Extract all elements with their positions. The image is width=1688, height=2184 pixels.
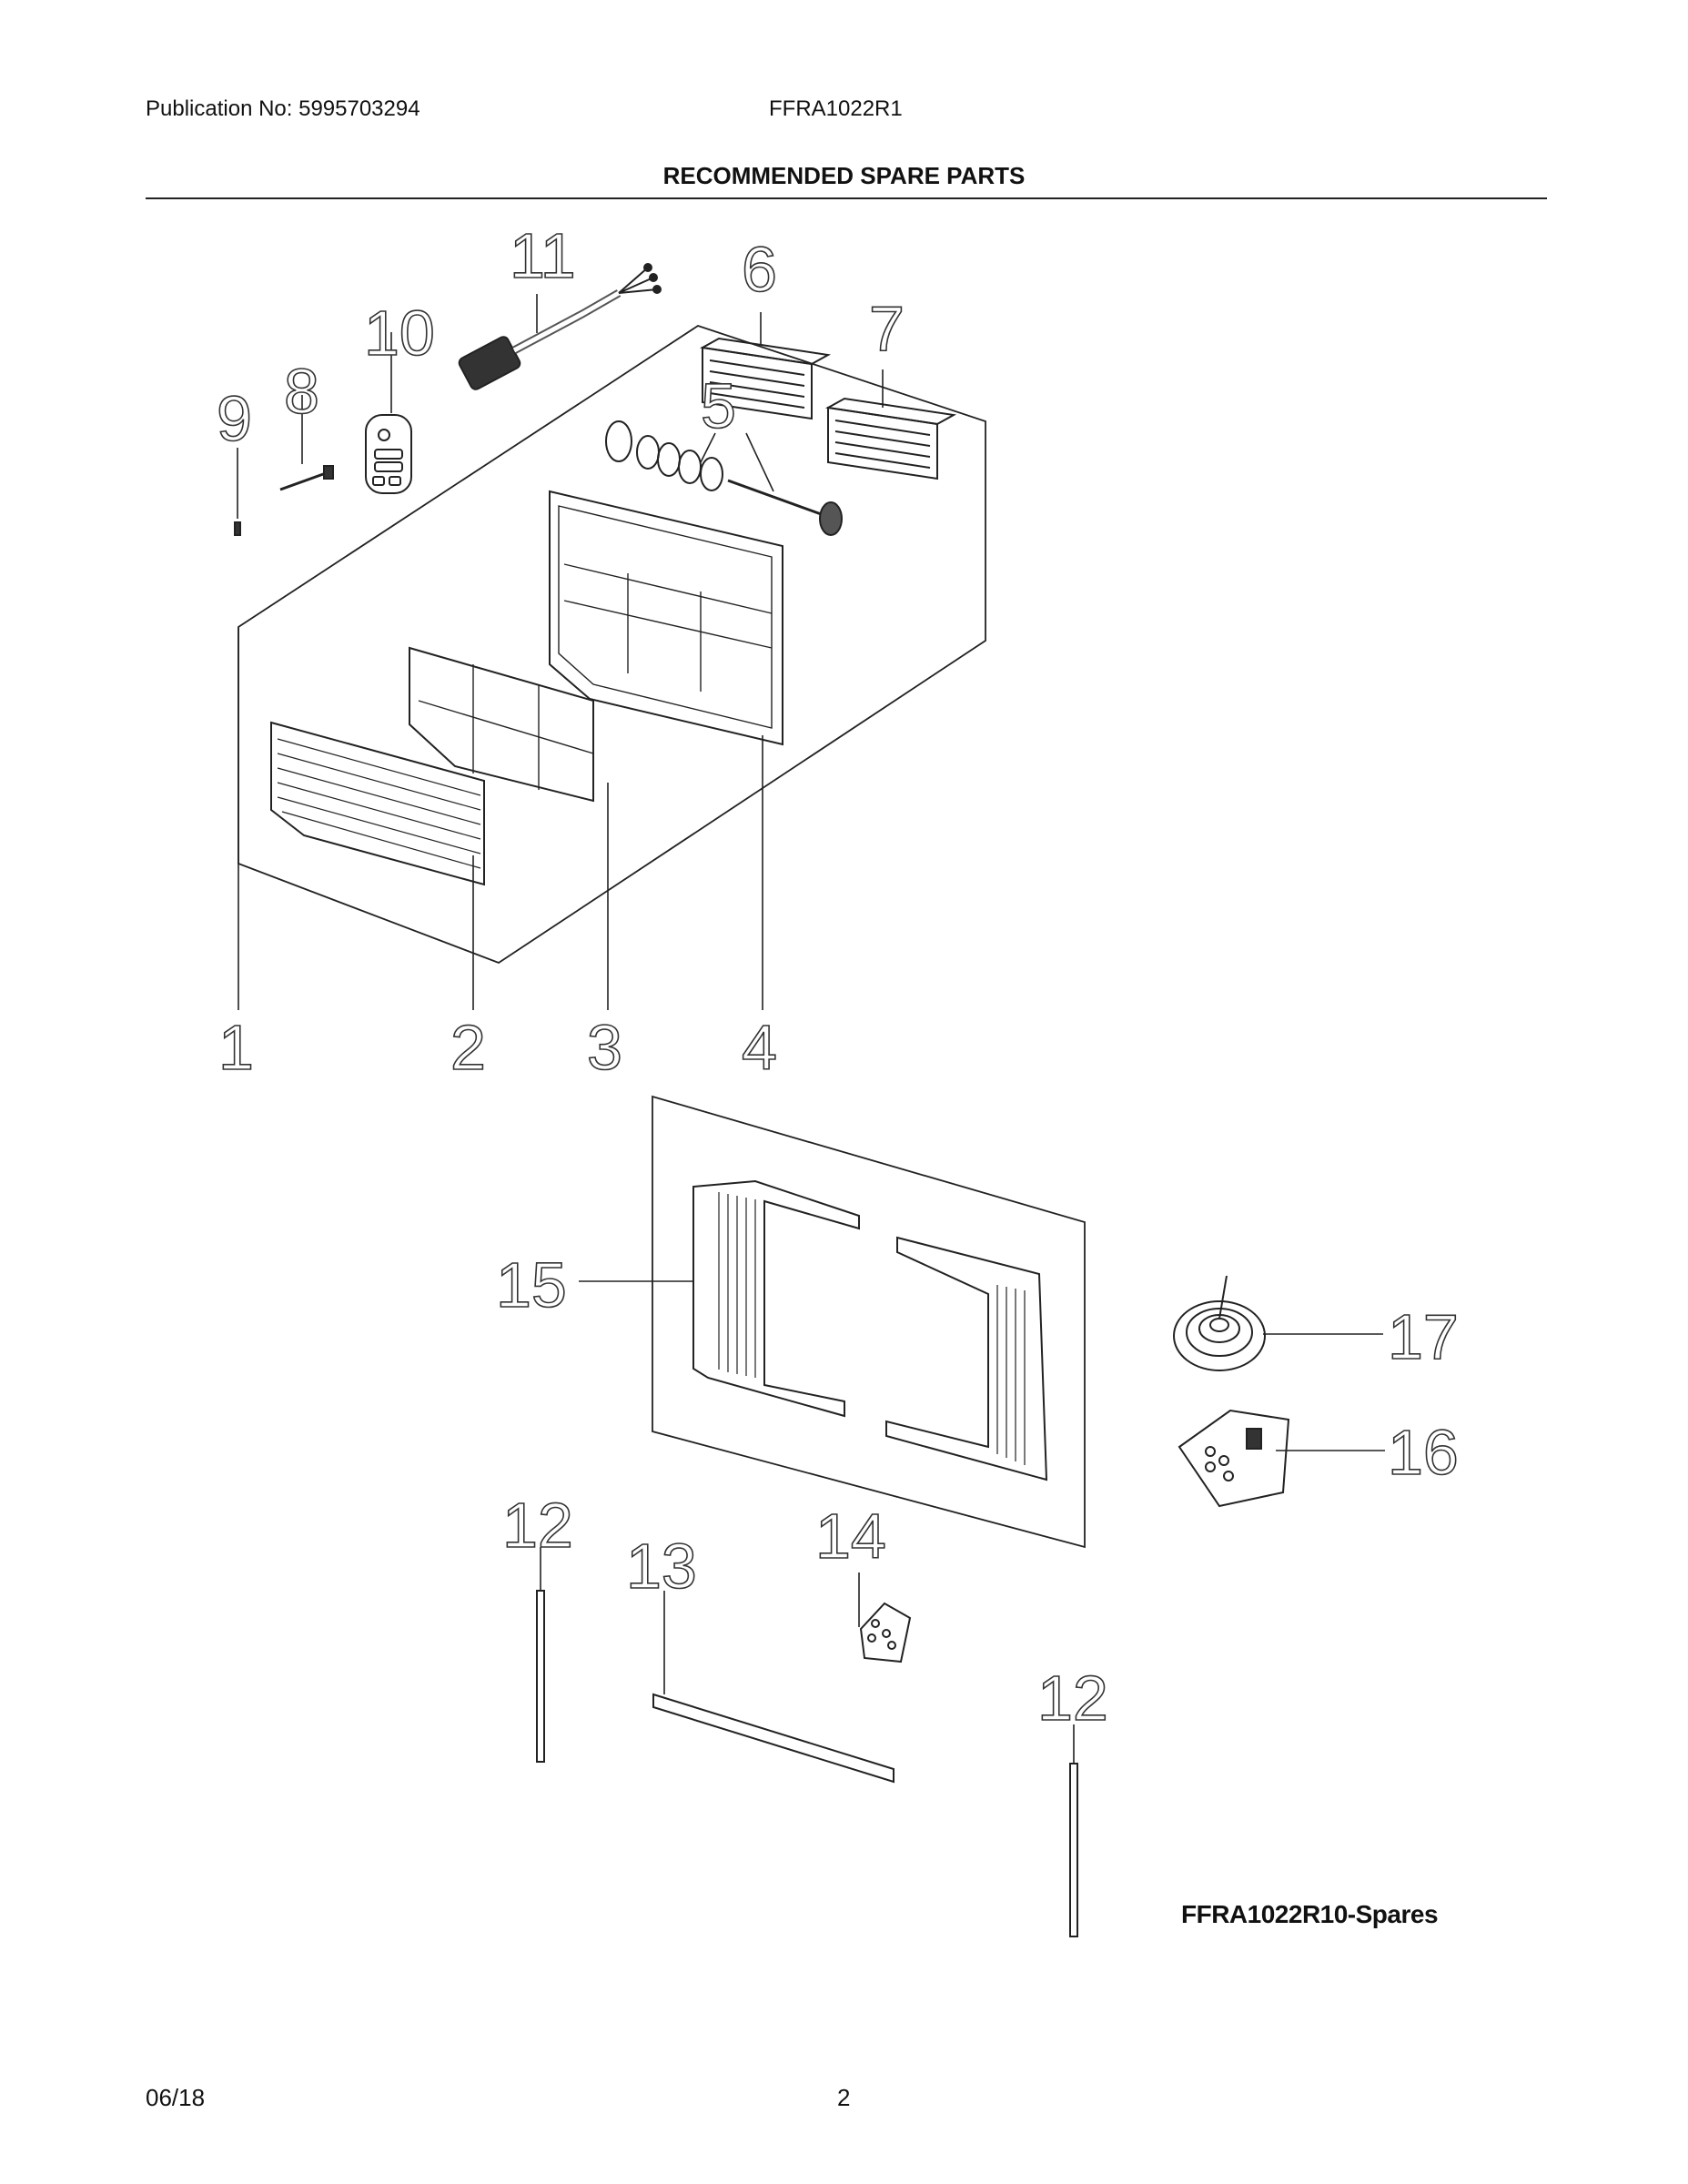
callout-7: 7 [869, 293, 905, 364]
louver-left-part [699, 337, 832, 420]
sensor-wire-part [279, 465, 334, 491]
callout-15: 15 [496, 1249, 567, 1320]
callout-13: 13 [626, 1531, 697, 1602]
callout-1: 1 [218, 1012, 254, 1083]
callout-14: 14 [815, 1501, 886, 1572]
side-curtain-frame-part [692, 1179, 1048, 1481]
callout-numbers: 1 2 3 4 5 6 7 8 9 10 11 12 12 13 14 15 1… [216, 219, 1459, 1734]
front-grille-part [270, 721, 485, 886]
header-rule [146, 197, 1547, 199]
side-strip-right-part [1069, 1763, 1078, 1937]
front-panel-part [549, 490, 783, 746]
callout-5: 5 [701, 370, 736, 441]
model-number: FFRA1022R1 [769, 96, 903, 121]
callout-4: 4 [742, 1012, 777, 1083]
lower-leader-lines [540, 1280, 1385, 1764]
upper-leader-lines [237, 294, 884, 1010]
callout-6: 6 [742, 234, 777, 305]
callout-3: 3 [587, 1012, 622, 1083]
hardware-bag-part [1178, 1409, 1290, 1508]
linkage-part [605, 420, 843, 536]
frame-assembly-box [652, 1095, 1086, 1549]
remote-control-part [365, 414, 412, 494]
side-strip-left-part [536, 1590, 545, 1763]
foam-seal-roll-part [1173, 1275, 1266, 1371]
callout-17: 17 [1388, 1301, 1459, 1372]
callout-11: 11 [510, 220, 576, 291]
screw-bag-part [859, 1602, 912, 1663]
callout-9: 9 [217, 383, 252, 454]
page-title: RECOMMENDED SPARE PARTS [662, 162, 1026, 189]
sill-strip-part [652, 1693, 895, 1784]
diagram-identifier: FFRA1022R10-Spares [1181, 1900, 1439, 1928]
footer-date: 06/18 [146, 2084, 206, 2111]
louver-right-part [824, 397, 957, 480]
air-filter-part [409, 646, 594, 803]
callout-12-right: 12 [1037, 1663, 1108, 1734]
callout-16: 16 [1388, 1417, 1459, 1488]
front-assembly-box [238, 325, 986, 965]
callout-2: 2 [450, 1012, 486, 1083]
clip-part [234, 521, 241, 536]
page-number: 2 [837, 2084, 851, 2111]
callout-10: 10 [364, 298, 435, 369]
callout-12-left: 12 [502, 1490, 573, 1561]
callout-8: 8 [284, 356, 319, 427]
publication-number: Publication No: 5995703294 [146, 96, 420, 121]
power-cord-part [458, 263, 662, 390]
